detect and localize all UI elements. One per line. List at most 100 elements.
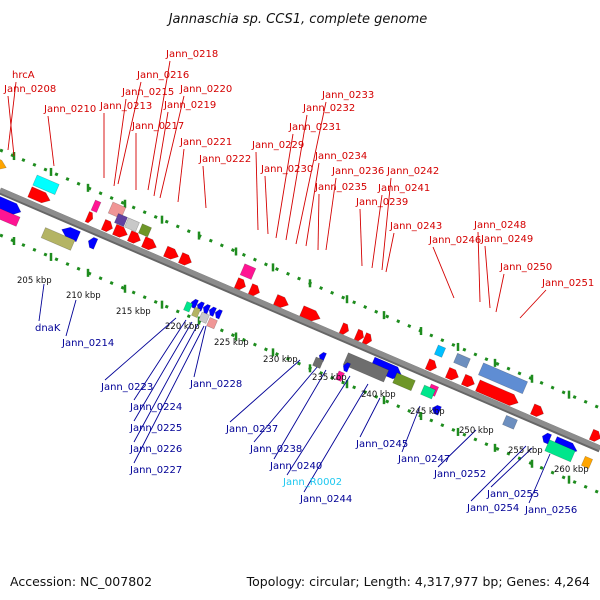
gene-feature (444, 366, 459, 381)
gene-feature (27, 186, 51, 204)
leader-line (133, 321, 193, 422)
gene-feature (580, 455, 594, 469)
gene-feature (208, 306, 217, 317)
leader-line (385, 232, 395, 273)
upper-gene-label: Jann_0234 (314, 151, 367, 162)
gene-feature (424, 358, 437, 372)
gene-feature (0, 208, 21, 227)
gene-feature (342, 362, 351, 373)
gene-feature (138, 223, 152, 238)
leader-line (38, 283, 45, 322)
kbp-tick-label: 210 kbp (66, 291, 101, 301)
upper-gene-label: Jann_0241 (377, 183, 430, 194)
leader-line (65, 299, 77, 337)
gene-feature (112, 223, 128, 238)
label-leader-lines (7, 60, 551, 504)
leader-line (273, 369, 327, 460)
leader-line (253, 365, 319, 443)
lower-gene-label: Jann_0247 (397, 454, 450, 465)
lower-gene-label: Jann_0225 (129, 423, 182, 434)
kbp-tick-label: 225 kbp (214, 338, 249, 348)
kbp-tick-label: 215 kbp (116, 307, 151, 317)
leader-line (47, 115, 55, 167)
leader-line (159, 95, 185, 199)
gene-feature (239, 263, 257, 280)
leader-line (264, 175, 269, 235)
gene-feature (40, 227, 76, 251)
leader-line (202, 165, 207, 209)
gene-feature (87, 237, 99, 250)
kbp-tick-label: 250 kbp (459, 426, 494, 436)
leader-line (193, 325, 207, 378)
leader-line (133, 319, 187, 401)
gene-feature (247, 283, 260, 297)
leader-line (470, 445, 527, 502)
upper-gene-label: Jann_0248 (473, 220, 526, 231)
gene-feature (124, 217, 140, 233)
leader-line (104, 317, 177, 381)
lower-gene-label: Jann_0228 (189, 379, 242, 390)
gene-feature (100, 219, 113, 233)
leader-line (484, 245, 491, 309)
gene-feature (61, 226, 81, 243)
gene-feature (541, 432, 553, 445)
gene-feature (32, 174, 60, 195)
lower-dotted-track (0, 233, 600, 495)
lower-gene-label: Jann_0256 (524, 505, 577, 516)
leader-line (305, 162, 320, 247)
gene-feature (126, 230, 141, 244)
leader-line (303, 383, 369, 493)
lower-gene-label: Jann_0245 (355, 439, 408, 450)
leader-line (401, 405, 421, 453)
upper-gene-label: Jann_0221 (179, 137, 232, 148)
upper-gene-label: Jann_0220 (179, 84, 232, 95)
track-lines (0, 148, 600, 495)
leader-line (381, 177, 392, 271)
gene-feature (335, 370, 345, 382)
leader-line (255, 151, 259, 231)
kbp-tick-label: 245 kbp (410, 407, 445, 417)
gene-feature (177, 252, 192, 266)
leader-line (117, 81, 142, 185)
upper-gene-label: hrcA (12, 70, 35, 81)
lower-gene-label: Jann_0255 (486, 489, 539, 500)
upper-gene-label: Jann_0232 (302, 103, 355, 114)
upper-gene-label: Jann_0208 (3, 84, 56, 95)
leader-line (113, 98, 127, 187)
leader-line (325, 177, 337, 251)
map-title: Jannaschia sp. CCS1, complete genome (166, 12, 428, 27)
upper-gene-label: Jann_0215 (121, 87, 174, 98)
gene-feature (0, 195, 22, 216)
upper-gene-label: Jann_0242 (386, 166, 439, 177)
gene-feature (460, 373, 475, 388)
gene-feature (338, 322, 350, 335)
leader-line (359, 397, 381, 438)
gene-feature (529, 403, 544, 417)
gene-feature (477, 362, 529, 395)
upper-gene-label: Jann_0210 (43, 104, 96, 115)
gene-feature (191, 306, 201, 318)
leader-line (153, 111, 169, 197)
leader-line (133, 325, 205, 464)
leader-line (477, 231, 481, 303)
gene-feature (273, 294, 289, 308)
gene-feature (544, 439, 576, 463)
upper-gene-label: Jann_0250 (499, 262, 552, 273)
upper-gene-label: Jann_0236 (331, 166, 384, 177)
gene-feature (90, 199, 102, 213)
gene-feature (312, 356, 324, 369)
topology-text: Topology: circular; Length: 4,317,977 bp… (246, 574, 590, 589)
lower-gene-label: Jann_0252 (433, 469, 486, 480)
kbp-tick-label: 230 kbp (263, 355, 298, 365)
upper-gene-label: Jann_0230 (260, 164, 313, 175)
leader-line (7, 81, 17, 151)
lower-gene-label: Jann_0226 (129, 444, 182, 455)
kbp-tick-label: 255 kbp (508, 446, 543, 456)
leader-line (490, 447, 533, 488)
gene-feature (183, 301, 193, 313)
lower-gene-label: Jann_0224 (129, 402, 182, 413)
